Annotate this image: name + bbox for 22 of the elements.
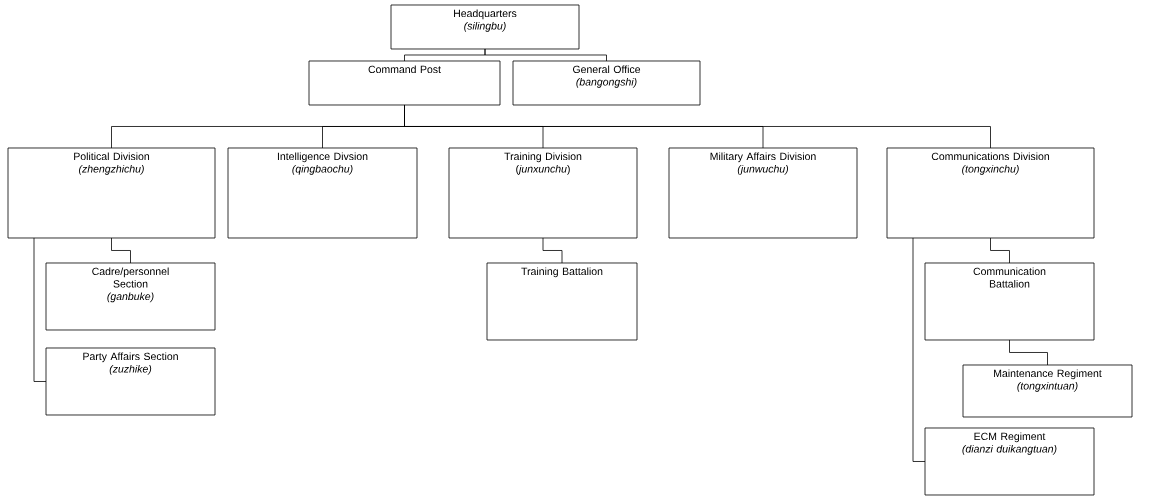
org-box: Party Affairs Section (zuzhike) [45,347,216,416]
connector-line [912,237,926,462]
org-box: Training Division (junxunchu) [448,147,638,239]
connector-line [33,237,47,382]
org-box: Military Affairs Division (junwuchu) [668,147,858,239]
org-box: Cadre/personnel Section (ganbuke) [45,262,216,331]
org-box: Communications Division (tongxinchu) [886,147,1095,239]
org-box: General Office (bangongshi) [512,60,701,106]
org-box: Communication Battalion [924,262,1095,341]
org-box: Maintenance Regiment (tongxintuan) [962,364,1133,418]
org-box: Intelligence Divsion (qingbaochu) [227,147,418,239]
org-box: Command Post [308,60,501,106]
org-box: Political Division (zhengzhichu) [7,147,216,239]
org-box: ECM Regiment (dianzi duikangtuan) [924,427,1095,496]
connector-line [484,48,607,62]
org-box: Headquarters (silingbu) [390,4,580,50]
connector-line [111,237,131,264]
connector-line [404,104,991,149]
connector-line [1009,339,1048,366]
org-box: Training Battalion [486,262,638,341]
connector-line [542,237,563,264]
connector-line [990,237,1010,264]
